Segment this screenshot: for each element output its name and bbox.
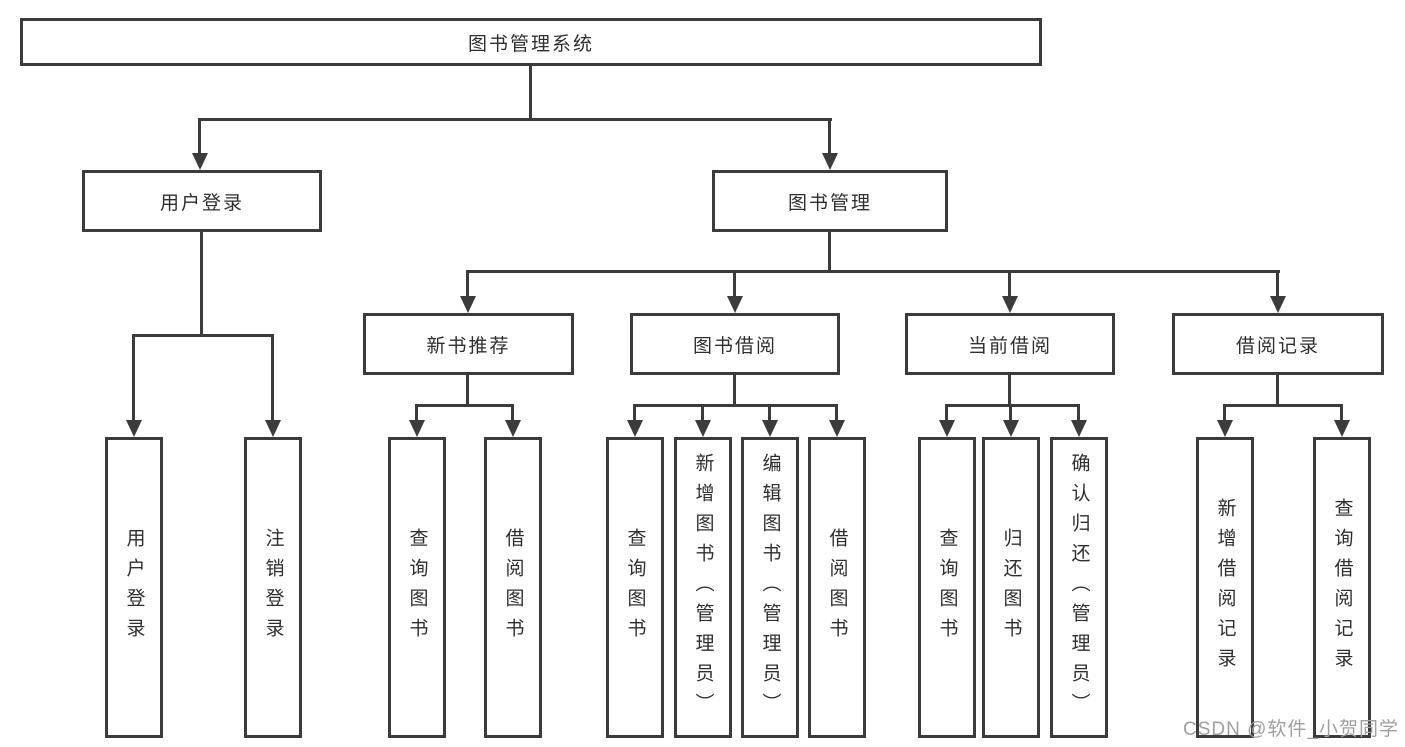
connector-line [132,334,135,420]
node-root-library-system: 图书管理系统 [20,18,1042,66]
connector-line [633,404,636,421]
node-current-borrowing: 当前借阅 [905,313,1115,375]
connector-line [633,404,838,407]
leaf-label: 注销登录 [262,527,284,648]
leaf-query-book-current: 查询图书 [918,437,976,738]
connector-line [466,270,1280,273]
leaf-add-borrow-record: 新增借阅记录 [1196,437,1254,738]
leaf-label: 编辑图书（管理员） [759,452,781,723]
connector-line [415,404,418,421]
connector-arrowhead [1334,420,1350,437]
leaf-label: 新增图书（管理员） [692,452,714,723]
node-borrowing-records: 借阅记录 [1172,313,1384,375]
leaf-label: 借阅图书 [826,527,848,648]
leaf-edit-book-admin: 编辑图书（管理员） [741,437,799,738]
connector-arrowhead [762,420,778,437]
connector-arrowhead [1003,420,1019,437]
leaf-confirm-return-admin: 确认归还（管理员） [1050,437,1108,738]
csdn-watermark: CSDN @软件_小贺同学 [1183,719,1399,740]
connector-line [1276,270,1279,297]
connector-arrowhead [627,420,643,437]
connector-line [733,270,736,297]
connector-arrowhead [409,420,425,437]
leaf-label: 借阅图书 [502,527,524,648]
connector-line [132,334,274,337]
connector-line [511,404,514,421]
connector-line [945,404,1080,407]
connector-line [466,270,469,297]
connector-line [271,334,274,420]
connector-arrowhead [1071,420,1087,437]
connector-arrowhead [460,296,476,313]
leaf-label: 查询借阅记录 [1331,497,1353,678]
node-new-book-recommendation: 新书推荐 [363,313,574,375]
connector-line [198,118,832,121]
connector-line [828,118,831,154]
connector-arrowhead [1217,420,1233,437]
connector-arrowhead [1002,296,1018,313]
leaf-add-book-admin: 新增图书（管理员） [674,437,732,738]
leaf-label: 确认归还（管理员） [1068,452,1090,723]
node-book-borrowing: 图书借阅 [630,313,840,375]
connector-arrowhead [192,153,208,170]
leaf-borrow-book-recommend: 借阅图书 [484,437,542,738]
connector-arrowhead [265,420,281,437]
connector-arrowhead [822,153,838,170]
connector-line [945,404,948,421]
connector-line [200,232,203,336]
connector-line [466,375,469,406]
leaf-label: 查询图书 [936,527,958,648]
connector-arrowhead [727,296,743,313]
connector-line [1077,404,1080,421]
connector-line [1008,375,1011,406]
leaf-label: 新增借阅记录 [1214,497,1236,678]
leaf-label: 归还图书 [1000,527,1022,648]
leaf-user-login: 用户登录 [105,437,163,738]
connector-line [1340,404,1343,421]
leaf-query-book-recommend: 查询图书 [388,437,446,738]
leaf-query-borrow-record: 查询借阅记录 [1313,437,1371,738]
leaf-borrow-book: 借阅图书 [808,437,866,738]
leaf-return-book: 归还图书 [982,437,1040,738]
leaf-logout: 注销登录 [244,437,302,738]
connector-line [198,118,201,154]
connector-line [701,404,704,421]
leaf-label: 查询图书 [624,527,646,648]
connector-line [1276,375,1279,406]
connector-line [415,404,514,407]
connector-arrowhead [126,420,142,437]
connector-line [529,66,532,119]
connector-line [733,375,736,406]
connector-arrowhead [695,420,711,437]
node-user-login: 用户登录 [82,170,322,232]
connector-line [828,232,831,273]
connector-line [1008,270,1011,297]
connector-line [835,404,838,421]
leaf-label: 查询图书 [406,527,428,648]
connector-arrowhead [505,420,521,437]
connector-line [1223,404,1343,407]
connector-line [768,404,771,421]
connector-line [1009,404,1012,421]
node-book-management: 图书管理 [712,170,948,232]
connector-arrowhead [939,420,955,437]
leaf-query-book-borrowing: 查询图书 [606,437,664,738]
leaf-label: 用户登录 [123,527,145,648]
connector-arrowhead [1270,296,1286,313]
connector-arrowhead [829,420,845,437]
connector-line [1223,404,1226,421]
